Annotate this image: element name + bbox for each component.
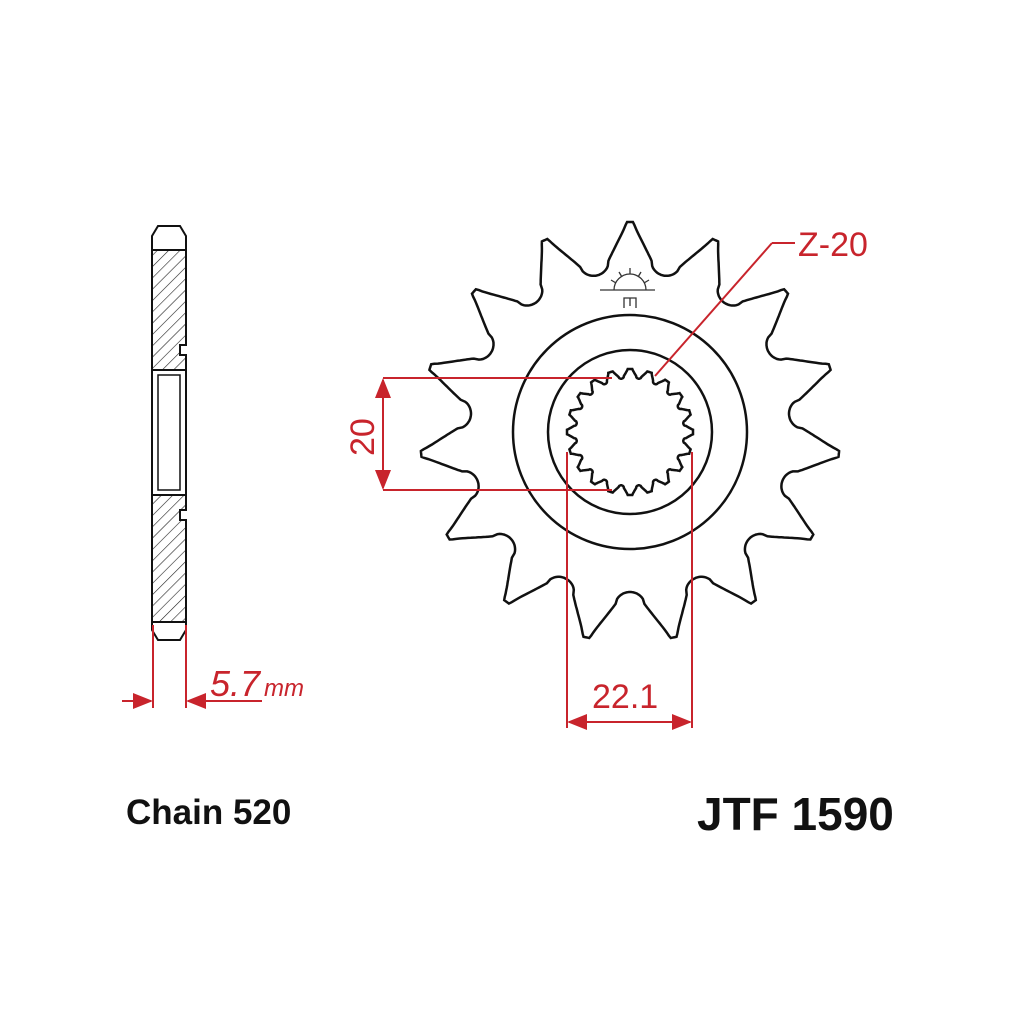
thickness-dimension	[122, 625, 262, 709]
chain-label: Chain 520	[126, 793, 291, 832]
side-bottom-chamfer	[151, 621, 187, 641]
side-bore	[151, 369, 187, 496]
dimension-lines	[375, 242, 795, 730]
hub-ring-outer	[511, 313, 749, 551]
side-lower-section	[151, 494, 187, 623]
spline-outline	[565, 367, 695, 497]
svg-text:5.7mm: 5.7mm	[210, 663, 304, 704]
spline-dimension-label: 22.1	[592, 678, 658, 716]
side-top-chamfer	[151, 225, 187, 251]
jt-logo-icon	[600, 268, 655, 308]
sprocket-outline	[419, 220, 841, 640]
side-upper-section	[151, 249, 187, 371]
inner-dimension-label: 20	[344, 418, 382, 456]
front-view	[419, 220, 841, 640]
thickness-value: 5.7	[210, 663, 262, 704]
tooth-count-label: Z-20	[798, 226, 868, 264]
side-view	[151, 225, 187, 641]
hub-ring-inner	[546, 348, 714, 516]
thickness-unit: mm	[264, 675, 304, 702]
part-number: JTF 1590	[697, 788, 894, 840]
